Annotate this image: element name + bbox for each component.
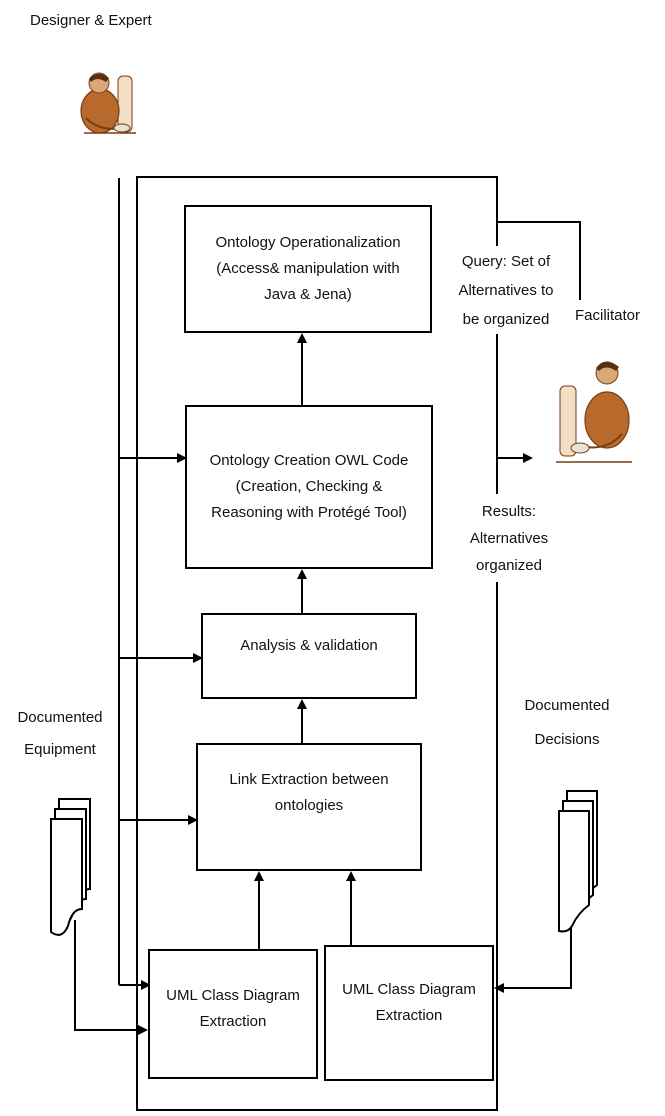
- designer-person-icon: [80, 72, 136, 134]
- facilitator-connector: [497, 221, 581, 300]
- documented-decisions-label: Documented Decisions: [508, 690, 626, 756]
- uml-right-text: UML Class Diagram Extraction: [327, 962, 491, 1044]
- uml-right-line-2: Extraction: [375, 1007, 443, 1024]
- results-label: Results: Alternatives organized: [450, 494, 568, 582]
- link-text: Link Extraction between ontologies: [199, 746, 419, 840]
- results-line-3: organized: [476, 556, 542, 574]
- documents-equipment-icon: [50, 798, 91, 936]
- box-link: [196, 743, 422, 871]
- query-line-2: Alternatives to: [458, 281, 554, 299]
- documented-equipment-line-2: Equipment: [24, 741, 96, 758]
- documented-decisions-line-1: Documented: [524, 697, 610, 714]
- link-line-2: ontologies: [274, 797, 344, 814]
- operationalization-line-2: (Access& manipulation with: [216, 260, 400, 277]
- results-line-1: Results:: [481, 502, 537, 520]
- documented-equipment-label: Documented Equipment: [2, 702, 118, 766]
- facilitator-person-icon: [556, 361, 632, 463]
- operationalization-text: Ontology Operationalization (Access& man…: [187, 208, 429, 330]
- box-analysis: [201, 613, 417, 699]
- arrow-equipment-to-uml-left: [74, 920, 148, 1035]
- documented-equipment-line-1: Documented: [17, 709, 103, 726]
- documented-decisions-line-2: Decisions: [534, 731, 600, 748]
- query-line-1: Query: Set of: [461, 252, 551, 270]
- analysis-line-1: Analysis & validation: [240, 637, 378, 654]
- creation-text: Ontology Creation OWL Code (Creation, Ch…: [188, 408, 430, 566]
- uml-left-line-2: Extraction: [199, 1013, 267, 1030]
- box-creation: [185, 405, 433, 569]
- system-frame: [136, 176, 498, 1111]
- facilitator-label: Facilitator: [575, 307, 641, 324]
- query-label: Query: Set of Alternatives to be organiz…: [448, 246, 564, 334]
- uml-left-text: UML Class Diagram Extraction: [151, 970, 315, 1048]
- uml-left-line-1: UML Class Diagram: [166, 987, 300, 1004]
- creation-line-3: Reasoning with Protégé Tool): [211, 504, 407, 521]
- designer-label: Designer & Expert: [30, 12, 152, 29]
- arrow-decisions-to-uml-right: [494, 918, 572, 993]
- query-line-3: be organized: [462, 310, 550, 328]
- analysis-text: Analysis & validation: [204, 616, 414, 676]
- box-operationalization: [184, 205, 432, 333]
- uml-right-line-1: UML Class Diagram: [342, 981, 476, 998]
- creation-line-1: Ontology Creation OWL Code: [209, 452, 409, 469]
- results-line-2: Alternatives: [469, 529, 549, 547]
- creation-line-2: (Creation, Checking &: [235, 478, 383, 495]
- operationalization-line-3: Java & Jena): [264, 286, 352, 303]
- box-uml-left: [148, 949, 318, 1079]
- operationalization-line-1: Ontology Operationalization: [215, 234, 401, 251]
- documents-decisions-icon: [558, 790, 598, 933]
- link-line-1: Link Extraction between: [229, 771, 389, 788]
- box-uml-right: [324, 945, 494, 1081]
